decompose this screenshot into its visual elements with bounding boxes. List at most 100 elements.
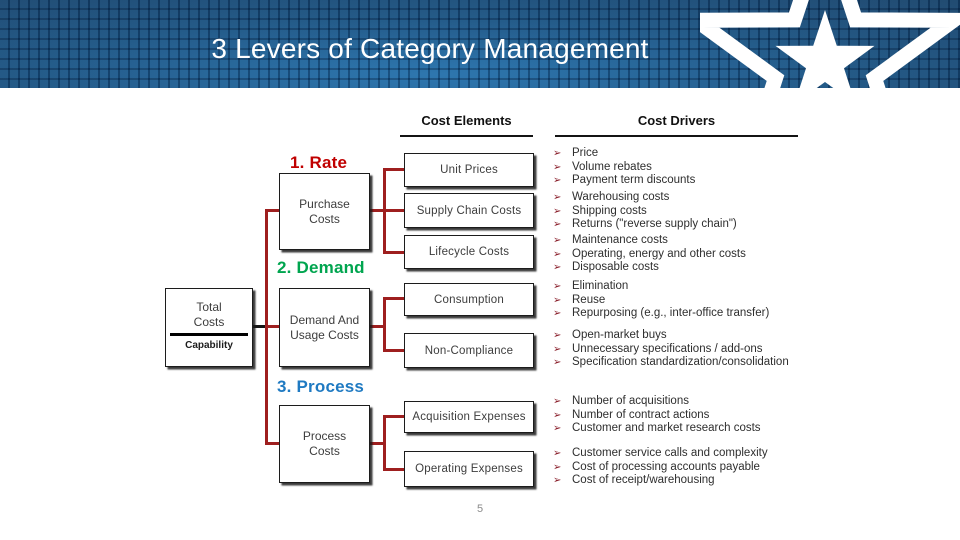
arrow-bullet-icon: ➢ xyxy=(553,281,562,292)
list-item: ➢ Operating, energy and other costs xyxy=(553,248,883,262)
driver-text: Payment term discounts xyxy=(572,174,696,186)
arrow-bullet-icon: ➢ xyxy=(553,262,562,273)
acquisition-expenses-box: Acquisition Expenses xyxy=(404,401,534,433)
connector-rate-stub-3 xyxy=(383,251,404,254)
list-item: ➢ Specification standardization/consolida… xyxy=(553,356,883,370)
arrow-bullet-icon: ➢ xyxy=(553,219,562,230)
connector-process-stub-1 xyxy=(383,415,404,418)
list-item: ➢ Returns ("reverse supply chain") xyxy=(553,218,883,232)
list-item: ➢ Open-market buys xyxy=(553,329,883,343)
list-item: ➢Elimination xyxy=(553,280,883,294)
lever-label-demand: 2. Demand xyxy=(277,258,365,277)
list-item: ➢ Reuse xyxy=(553,294,883,308)
list-item: ➢ Number of contract actions xyxy=(553,409,883,423)
connector-process-horizontal xyxy=(368,442,386,445)
supply-chain-costs-box: Supply Chain Costs xyxy=(404,193,534,228)
driver-text: Number of contract actions xyxy=(572,408,710,421)
driver-text: Unnecessary specifications / add-ons xyxy=(572,342,763,355)
arrow-bullet-icon: ➢ xyxy=(553,396,562,407)
total-costs-label-line1: Total xyxy=(196,300,222,314)
cost-elements-header: Cost Elements xyxy=(400,113,533,137)
connector-rate-horizontal xyxy=(368,209,386,212)
header-band: 3 Levers of Category Management xyxy=(0,0,960,88)
drivers-unit-prices: ➢ Price ➢ Volume rebates ➢ Payment term dis… xyxy=(553,147,883,188)
list-item: ➢ Disposable costs xyxy=(553,261,883,275)
connector-demand-trunk xyxy=(383,297,386,352)
arrow-bullet-icon: ➢ xyxy=(553,461,562,473)
lifecycle-costs-box: Lifecycle Costs xyxy=(404,235,534,269)
arrow-bullet-icon: ➢ xyxy=(553,192,562,203)
list-item: ➢ Payment term discounts xyxy=(553,174,883,188)
drivers-supply-chain: ➢ Warehousing costs ➢ Shipping costs ➢ Retu… xyxy=(553,191,883,232)
arrow-bullet-icon: ➢ xyxy=(553,475,562,486)
connector-branch-process xyxy=(265,442,279,445)
arrow-bullet-icon: ➢ xyxy=(553,423,562,434)
list-item: ➢ Price xyxy=(553,147,883,161)
arrow-bullet-icon: ➢ xyxy=(553,205,562,217)
process-costs-box: Process Costs xyxy=(279,405,370,483)
driver-text: Customer and market research costs xyxy=(572,422,761,434)
driver-text: Volume rebates xyxy=(572,160,652,173)
list-item: ➢Customer service calls and complexity xyxy=(553,447,883,461)
connector-rate-stub-1 xyxy=(383,168,404,171)
list-item: ➢Maintenance costs xyxy=(553,234,883,248)
list-item: ➢ Repurposing (e.g., inter-office transfe… xyxy=(553,307,883,321)
connector-demand-stub-1 xyxy=(383,297,404,300)
list-item: ➢ Unnecessary specifications / add-ons xyxy=(553,343,883,357)
star-logo-icon xyxy=(700,0,960,88)
list-item: ➢ Cost of processing accounts payable xyxy=(553,461,883,475)
lever-label-process: 3. Process xyxy=(277,377,365,396)
driver-text: Warehousing costs xyxy=(572,191,670,203)
drivers-lifecycle: ➢Maintenance costs ➢ Operating, energy an… xyxy=(553,234,883,275)
demand-and-usage-costs-box: Demand And Usage Costs xyxy=(279,288,370,367)
connector-demand-stub-2 xyxy=(383,349,404,352)
arrow-bullet-icon: ➢ xyxy=(553,161,562,173)
list-item: ➢ Number of acquisitions xyxy=(553,395,883,409)
driver-text: Repurposing (e.g., inter-office transfer… xyxy=(572,307,770,319)
connector-demand-horizontal xyxy=(368,325,386,328)
driver-text: Specification standardization/consolidat… xyxy=(572,356,789,368)
total-costs-divider xyxy=(170,333,248,336)
arrow-bullet-icon: ➢ xyxy=(553,409,562,421)
driver-text: Cost of processing accounts payable xyxy=(572,460,760,473)
page-title: 3 Levers of Category Management xyxy=(211,33,649,64)
consumption-box: Consumption xyxy=(404,283,534,316)
arrow-bullet-icon: ➢ xyxy=(553,248,562,260)
cost-drivers-header: Cost Drivers xyxy=(555,113,798,137)
arrow-bullet-icon: ➢ xyxy=(553,294,562,306)
driver-text: Disposable costs xyxy=(572,261,659,273)
arrow-bullet-icon: ➢ xyxy=(553,235,562,246)
drivers-consumption: ➢Elimination ➢ Reuse ➢ Repurposing (e.g., … xyxy=(553,280,883,321)
driver-text: Price xyxy=(572,147,599,159)
arrow-bullet-icon: ➢ xyxy=(553,148,562,159)
lever-label-rate: 1. Rate xyxy=(290,153,348,172)
connector-total-stub xyxy=(251,325,265,328)
driver-text: Open-market buys xyxy=(572,329,667,341)
drivers-acquisition-expenses: ➢ Number of acquisitions ➢ Number of contr… xyxy=(553,395,883,436)
list-item: ➢ Cost of receipt/warehousing xyxy=(553,474,883,488)
driver-text: Returns ("reverse supply chain") xyxy=(572,218,737,230)
arrow-bullet-icon: ➢ xyxy=(553,343,562,355)
driver-text: Operating, energy and other costs xyxy=(572,247,746,260)
page-number: 5 xyxy=(476,503,484,515)
driver-text: Number of acquisitions xyxy=(572,395,689,407)
list-item: ➢ Warehousing costs xyxy=(553,191,883,205)
connector-rate-stub-2 xyxy=(383,209,404,212)
drivers-non-compliance: ➢ Open-market buys ➢ Unnecessary specifica… xyxy=(553,329,883,370)
driver-text: Shipping costs xyxy=(572,204,647,217)
list-item: ➢ Customer and market research costs xyxy=(553,422,883,436)
total-costs-label-line2: Costs xyxy=(193,315,225,329)
arrow-bullet-icon: ➢ xyxy=(553,357,562,368)
capability-label: Capability xyxy=(185,340,233,351)
driver-text: Cost of receipt/warehousing xyxy=(572,474,715,486)
driver-text: Customer service calls and complexity xyxy=(572,447,768,459)
arrow-bullet-icon: ➢ xyxy=(553,330,562,341)
unit-prices-box: Unit Prices xyxy=(404,153,534,187)
arrow-bullet-icon: ➢ xyxy=(553,308,562,319)
total-costs-box: Total Costs Capability xyxy=(165,288,253,367)
driver-text: Reuse xyxy=(572,293,606,306)
arrow-bullet-icon: ➢ xyxy=(553,175,562,186)
non-compliance-box: Non-Compliance xyxy=(404,333,534,368)
connector-branch-demand xyxy=(265,325,279,328)
